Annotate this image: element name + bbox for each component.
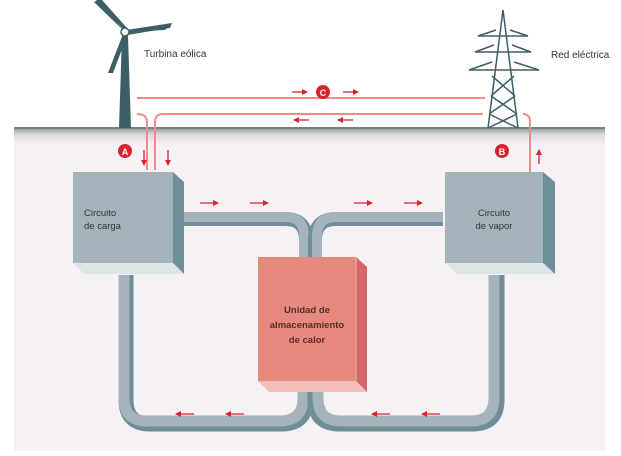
- storage-label-line3: de calor: [289, 335, 326, 346]
- power-tower-icon: [468, 9, 540, 129]
- svg-text:B: B: [499, 147, 506, 157]
- flow-c-lines: [136, 97, 485, 170]
- storage-label-line2: almacenamiento: [270, 320, 345, 331]
- wind-turbine-label: Turbina eólica: [144, 49, 207, 60]
- charging-circuit-label-line2: de carga: [84, 221, 122, 232]
- charging-circuit-label-line1: Circuito: [84, 208, 116, 219]
- wind-turbine-icon: [94, 0, 172, 128]
- storage-label-line1: Unidad de: [284, 305, 330, 316]
- flow-c-arrows: [292, 89, 359, 123]
- power-grid-label: Red eléctrica: [551, 50, 610, 61]
- marker-a: A: [118, 144, 132, 158]
- steam-circuit-box: Circuito de vapor: [445, 172, 555, 274]
- flow-a-arrows: [141, 150, 171, 166]
- flow-b-line: [522, 113, 531, 172]
- svg-text:A: A: [122, 147, 129, 157]
- marker-c: C: [316, 85, 330, 99]
- svg-text:C: C: [320, 88, 327, 98]
- pipe-flow-arrows: [175, 200, 440, 417]
- pipes: [118, 212, 505, 432]
- marker-b: B: [495, 144, 509, 158]
- steam-circuit-label-line2: de vapor: [476, 221, 513, 232]
- heat-storage-unit-box: Unidad de almacenamiento de calor: [258, 257, 367, 392]
- charging-circuit-box: Circuito de carga: [73, 172, 184, 274]
- steam-circuit-label-line1: Circuito: [478, 208, 510, 219]
